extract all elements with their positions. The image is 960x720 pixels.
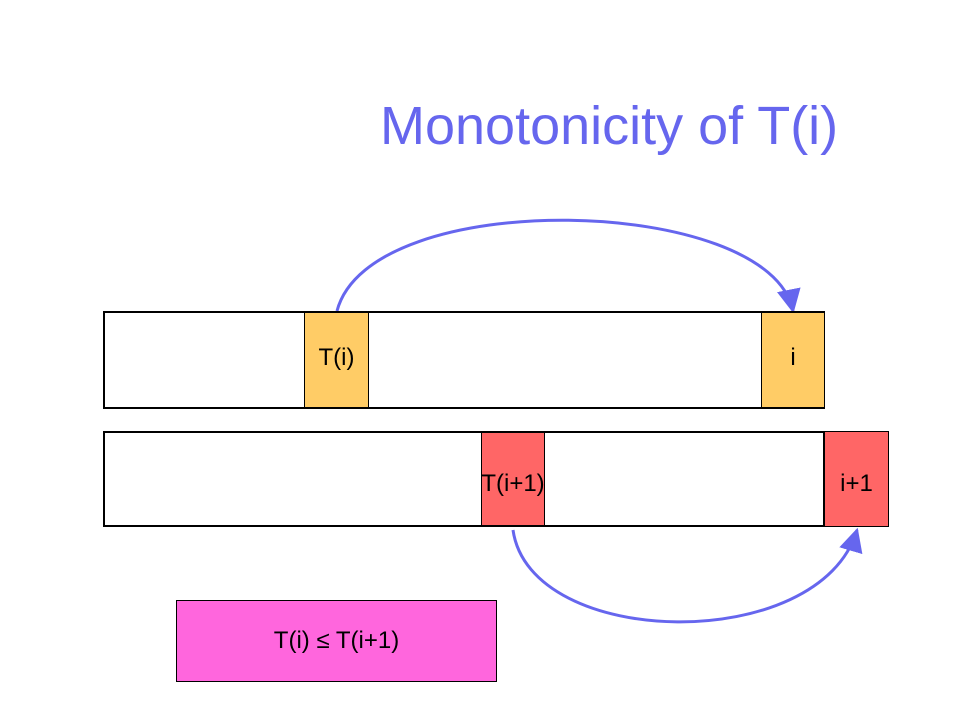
- bottom-i1-label: i+1: [840, 470, 873, 497]
- result-box: T(i) ≤ T(i+1): [176, 600, 497, 682]
- top-i-cell: [761, 312, 825, 408]
- top-ti-cell: [304, 312, 369, 408]
- bottom-row-bar: [103, 431, 825, 527]
- slide-title: Monotonicity of T(i): [380, 96, 839, 156]
- top-arrow: [335, 218, 801, 314]
- top-row-bar: [103, 311, 825, 409]
- top-ti-label: T(i): [318, 344, 355, 371]
- bottom-i1-cell: [824, 431, 889, 527]
- bottom-ti1-cell: [481, 432, 545, 526]
- bottom-ti1-label: T(i+1): [481, 470, 545, 497]
- bottom-arrow: [511, 527, 863, 624]
- top-i-label: i: [790, 344, 796, 371]
